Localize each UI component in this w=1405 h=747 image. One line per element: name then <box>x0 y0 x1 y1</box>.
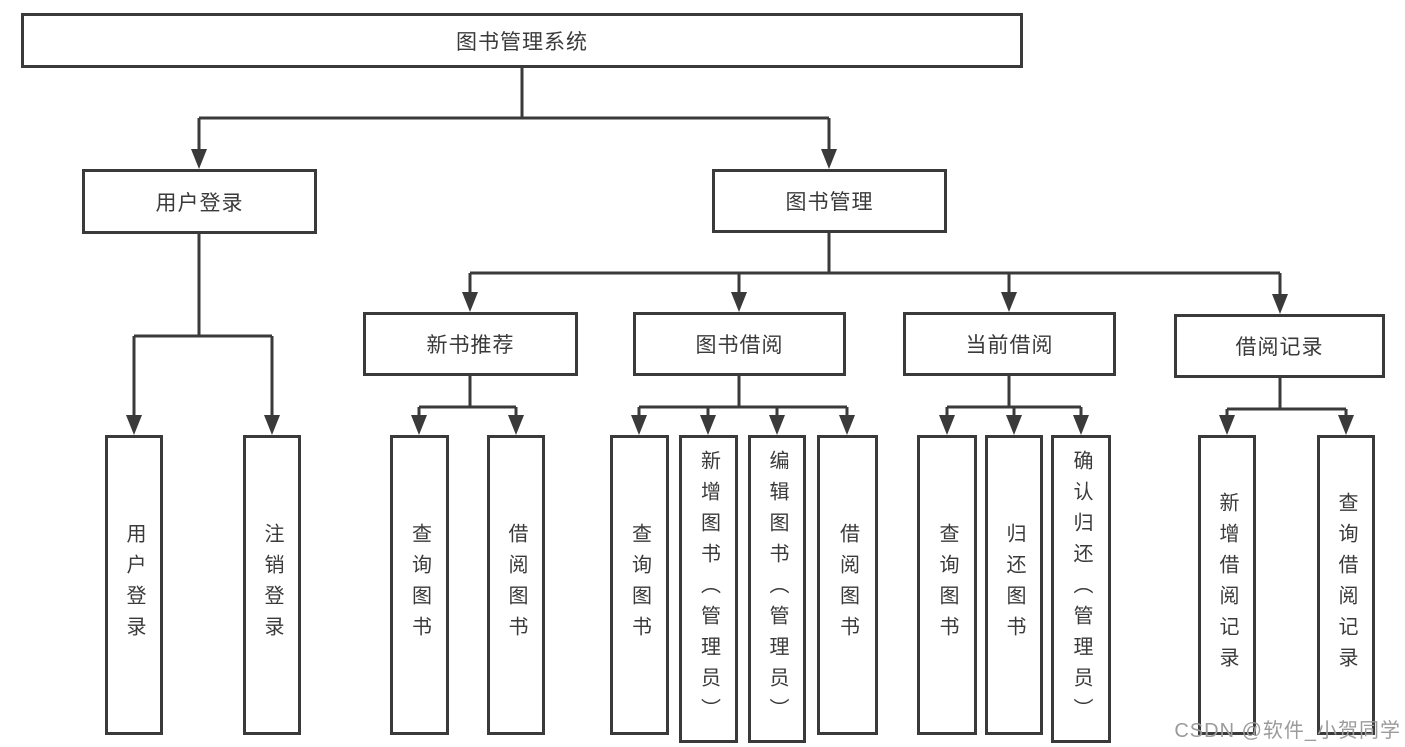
leaf-add-books-admin: 新增图书（管理员） <box>679 435 738 743</box>
leaf-borrow-books: 借阅图书 <box>817 435 878 735</box>
node-root: 图书管理系统 <box>21 13 1023 68</box>
connector-borrowrecords-to-leaves <box>1219 378 1354 435</box>
leaf-edit-books-admin: 编辑图书（管理员） <box>748 435 806 743</box>
leaf-query-books-recommend: 查询图书 <box>390 435 449 735</box>
leaf-user-login: 用户登录 <box>105 435 163 735</box>
leaf-add-borrow-record: 新增借阅记录 <box>1198 435 1256 735</box>
node-new-book-recommend: 新书推荐 <box>363 312 578 376</box>
connector-userlogin-to-leaves <box>126 234 280 435</box>
node-book-management: 图书管理 <box>712 169 947 233</box>
leaf-logout-login: 注销登录 <box>243 435 301 735</box>
node-book-borrow: 图书借阅 <box>633 312 846 376</box>
node-user-login: 用户登录 <box>82 169 317 234</box>
connector-bookborrow-to-leaves <box>631 376 855 435</box>
leaf-return-books: 归还图书 <box>985 435 1043 735</box>
connector-newbookrec-to-leaves <box>411 376 524 435</box>
node-current-borrow: 当前借阅 <box>903 312 1116 376</box>
leaf-borrow-books-recommend: 借阅图书 <box>487 435 545 735</box>
watermark: CSDN @软件_小贺同学 <box>1174 720 1401 742</box>
leaf-query-books-current: 查询图书 <box>917 435 977 735</box>
connector-currentborrow-to-leaves <box>939 376 1089 435</box>
leaf-confirm-return-admin: 确认归还（管理员） <box>1051 435 1111 743</box>
leaf-query-books-borrow: 查询图书 <box>610 435 669 735</box>
leaf-query-borrow-record: 查询借阅记录 <box>1317 435 1375 735</box>
connector-bookmgmt-to-level3 <box>462 233 1288 314</box>
connector-root-to-level2 <box>191 68 837 169</box>
node-borrow-records: 借阅记录 <box>1174 314 1385 378</box>
